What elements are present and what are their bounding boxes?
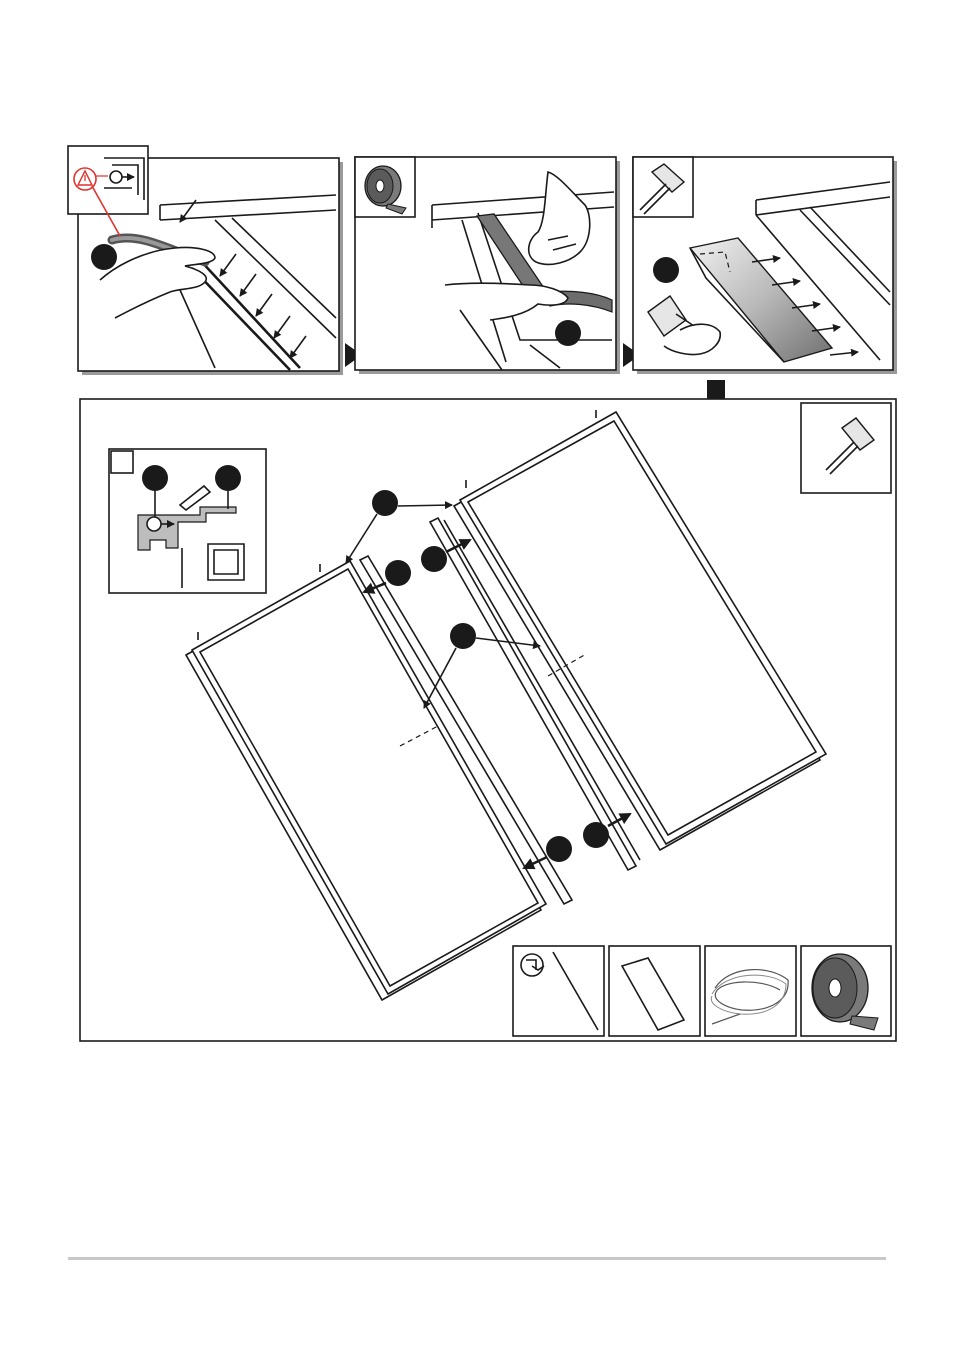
callout-dot (372, 490, 398, 516)
step-3-panel (633, 157, 897, 374)
footer-rule (68, 1257, 886, 1260)
mallet-icon (801, 403, 891, 493)
step-1-panel (68, 146, 343, 375)
callout-dot (385, 560, 411, 586)
tape-roll-icon (801, 946, 891, 1036)
accessory-cord-tool (513, 946, 604, 1036)
tape-roll-icon (355, 157, 415, 217)
step-2-panel (355, 157, 620, 374)
main-panel (80, 399, 896, 1041)
callout-dot (653, 257, 679, 283)
callout-dot (91, 244, 117, 270)
callout-dot (142, 465, 168, 491)
profile-cross-section (109, 449, 266, 593)
callout-dot (583, 822, 609, 848)
callout-dot (215, 465, 241, 491)
callout-dot (421, 546, 447, 572)
accessory-glass-strip (609, 946, 700, 1036)
callout-dot (450, 623, 476, 649)
callout-dot (555, 320, 581, 346)
mallet-icon (633, 157, 693, 217)
callout-dot (546, 836, 572, 862)
accessory-coiled-seal (705, 946, 796, 1036)
